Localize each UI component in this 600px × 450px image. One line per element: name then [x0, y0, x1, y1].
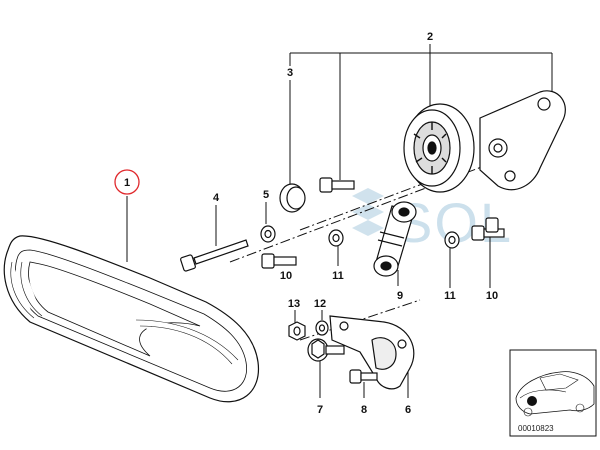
engine-location-marker [527, 396, 537, 406]
bolt-10-left [261, 253, 297, 269]
callout-8: 8 [361, 404, 367, 416]
callout-7: 7 [317, 404, 323, 416]
washer-5 [260, 225, 276, 243]
pulley-cap [279, 183, 306, 213]
vehicle-locator-inset: 00010823 [509, 349, 597, 437]
washer-11-left [328, 229, 344, 247]
callout-12: 12 [314, 298, 326, 310]
reference-code: 00010823 [518, 424, 554, 433]
callout-10-right: 10 [486, 290, 498, 302]
bolt-10-right [471, 217, 505, 241]
hydraulic-tensioner [373, 201, 417, 277]
callout-10-left: 10 [280, 270, 292, 282]
callout-6: 6 [405, 404, 411, 416]
watermark-logo-icon [352, 188, 384, 236]
callout-labels: 1 2 3 4 5 6 7 8 9 10 10 11 11 12 13 [114, 31, 498, 416]
long-bolt [180, 239, 249, 272]
callout-5: 5 [263, 189, 269, 201]
spacer-12 [315, 320, 329, 336]
callout-4: 4 [213, 192, 220, 204]
drive-belt [3, 235, 260, 403]
callout-2: 2 [427, 31, 433, 43]
nut-13 [288, 321, 306, 341]
tensioner-pulley-assembly [403, 90, 566, 193]
callout-9: 9 [397, 290, 403, 302]
bolt-8 [349, 369, 378, 384]
pulley-bolt [319, 177, 355, 193]
callout-13: 13 [288, 298, 300, 310]
mounting-bracket [329, 315, 415, 390]
callout-11-right: 11 [444, 290, 456, 302]
washer-11-right [444, 231, 460, 249]
callout-1-highlight-ring [114, 169, 140, 195]
callout-11-left: 11 [332, 270, 344, 282]
callout-1: 1 [124, 177, 130, 189]
bolt-7 [307, 338, 345, 362]
callout-3: 3 [287, 67, 293, 79]
